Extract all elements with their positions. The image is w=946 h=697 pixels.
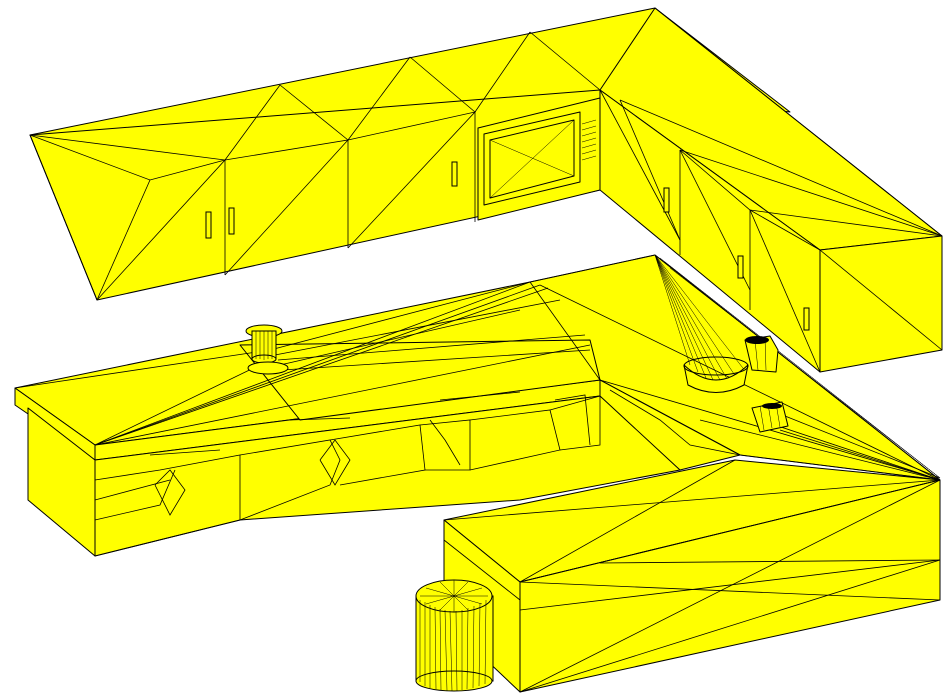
countertop-mesh <box>14 254 941 481</box>
fan-mesh <box>654 254 941 479</box>
pedestal-stool <box>415 579 494 692</box>
cabinet-handle <box>228 207 235 235</box>
island-counter <box>443 459 941 693</box>
upper-corner-cabinets <box>599 7 943 373</box>
cabinet-handle <box>737 255 744 279</box>
base-cabinet-corner <box>599 379 741 471</box>
cabinet-handle <box>663 187 670 213</box>
upper-right-end <box>819 235 943 373</box>
pendant-bowl <box>683 356 749 393</box>
stool-facets <box>419 580 488 692</box>
cabinet-handle <box>451 161 458 187</box>
faucet-left <box>245 324 289 375</box>
cabinet-handle <box>205 211 212 239</box>
cabinet-handle <box>803 307 810 331</box>
base-cabinet-counter <box>14 254 941 557</box>
faucet-right <box>744 335 789 433</box>
upper-cabinet-run <box>29 7 791 301</box>
microwave-control-panel <box>581 119 597 161</box>
microwave <box>477 97 601 221</box>
